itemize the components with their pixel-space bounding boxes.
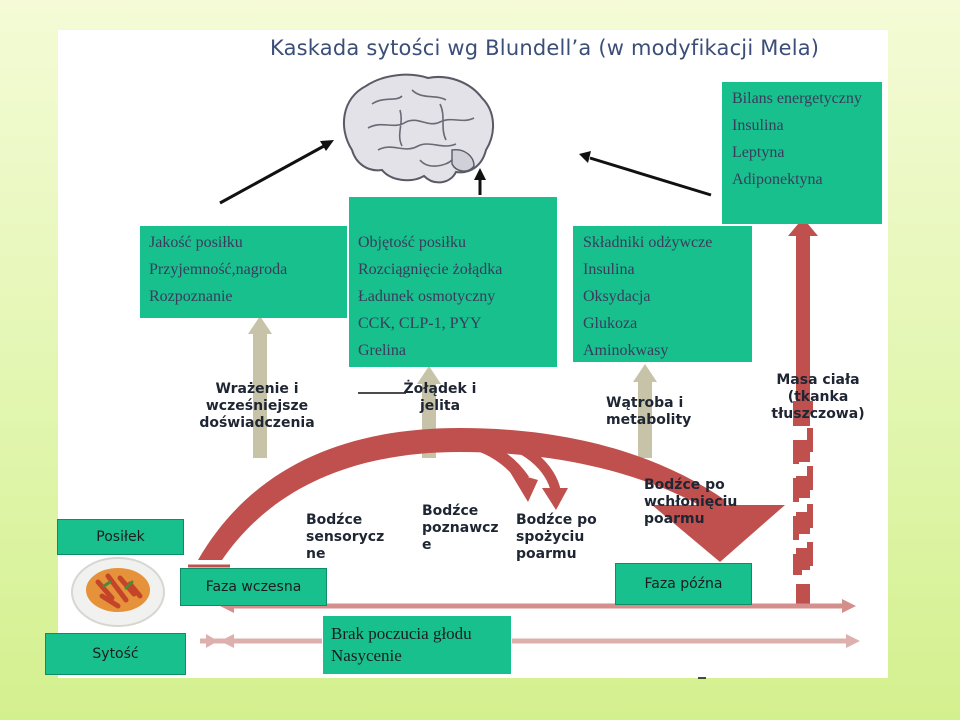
- body-mass-arrow: [788, 218, 818, 614]
- meal-image: [71, 557, 165, 627]
- hormones-line: CCK, CLP-1, PYY: [358, 315, 482, 332]
- pleasure-reward-line: Przyjemność,nagroda: [149, 261, 288, 278]
- ghrelin-line: Grelina: [358, 342, 406, 359]
- label-stomach-intestines: Żołądek i jelita: [392, 381, 488, 415]
- label-line: poznawcz: [422, 520, 499, 536]
- satiety-label: Sytość: [92, 646, 139, 662]
- label-cognitive-stimuli: Bodźce poznawcz e: [422, 503, 499, 554]
- label-line: metabolity: [606, 412, 692, 428]
- energy-balance-line: Bilans energetyczny: [732, 90, 862, 107]
- label-line: Bodźce po: [516, 512, 597, 528]
- early-phase-label: Faza wczesna: [205, 579, 302, 595]
- label-line: Masa ciała: [776, 372, 860, 388]
- nutrients-box: Składniki odżywcze Insulina Oksydacja Gl…: [573, 226, 752, 362]
- label-post-ingestive-stimuli: Bodźce po spożyciu poarmu: [516, 512, 597, 563]
- label-liver-metabolites: Wątroba i metabolity: [606, 395, 691, 429]
- black-arrows: [219, 140, 712, 205]
- meal-box: Posiłek: [57, 519, 184, 555]
- stomach-distension-line: Rozciągnięcie żołądka: [358, 261, 503, 278]
- meal-quality-box: Jakość posiłku Przyjemność,nagroda Rozpo…: [140, 226, 347, 318]
- osmotic-load-line: Ładunek osmotyczny: [358, 288, 496, 305]
- leptin-line: Leptyna: [732, 144, 785, 161]
- label-line: sensorycz: [306, 529, 385, 545]
- satiety-box: Sytość: [45, 633, 186, 675]
- late-phase-label: Faza późna: [644, 576, 723, 592]
- insulin-line: Insulina: [732, 117, 784, 134]
- label-line: ne: [306, 546, 326, 562]
- label-line: Żołądek i: [403, 381, 477, 397]
- satiation-box: Brak poczucia głodu Nasycenie: [322, 615, 512, 675]
- glucose-line: Glukoza: [583, 315, 638, 332]
- meal-volume-box: Objętość posiłku Rozciągnięcie żołądka Ł…: [349, 197, 557, 367]
- early-phase-box: Faza wczesna: [180, 568, 327, 606]
- brain-icon: [342, 73, 494, 184]
- nutrients-line: Składniki odżywcze: [583, 234, 713, 251]
- adiponectin-line: Adiponektyna: [732, 171, 823, 188]
- label-line: e: [422, 537, 432, 553]
- label-sensations: Wrażenie i wcześniejsze doświadczenia: [192, 381, 322, 432]
- label-line: (tkanka: [787, 389, 849, 405]
- recognition-line: Rozpoznanie: [149, 288, 233, 305]
- label-line: Wrażenie i: [215, 381, 299, 397]
- label-post-absorptive-stimuli: Bodźce po wchłonięciu poarmu: [644, 477, 737, 528]
- meal-volume-line: Objętość posiłku: [358, 234, 466, 251]
- label-line: poarmu: [516, 546, 577, 562]
- meal-quality-line: Jakość posiłku: [149, 234, 243, 251]
- insulin-line: Insulina: [583, 261, 635, 278]
- satiation-line: Nasycenie: [331, 646, 402, 665]
- late-phase-box: Faza późna: [615, 563, 752, 605]
- cascade-arc: [188, 428, 785, 568]
- label-line: doświadczenia: [199, 415, 315, 431]
- energy-balance-box: Bilans energetyczny Insulina Leptyna Adi…: [722, 82, 882, 224]
- label-line: jelita: [419, 398, 461, 414]
- label-line: poarmu: [644, 511, 705, 527]
- label-line: wcześniejsze: [205, 398, 309, 414]
- oxidation-line: Oksydacja: [583, 288, 651, 305]
- label-line: wchłonięciu: [644, 494, 738, 510]
- label-line: Wątroba i: [606, 395, 684, 411]
- no-hunger-line: Brak poczucia głodu: [331, 624, 472, 643]
- beige-arrows: [248, 316, 657, 458]
- amino-acids-line: Aminokwasy: [583, 342, 669, 359]
- label-line: Bodźce: [306, 512, 363, 528]
- label-line: spożyciu: [516, 529, 585, 545]
- label-sensory-stimuli: Bodźce sensorycz ne: [306, 512, 384, 563]
- label-line: Bodźce po: [644, 477, 725, 493]
- label-body-mass: Masa ciała (tkanka tłuszczowa): [762, 372, 874, 423]
- label-line: Bodźce: [422, 503, 479, 519]
- phase-arrows: [200, 599, 860, 648]
- diagram-title: Kaskada sytości wg Blundell’a (w modyfik…: [270, 36, 820, 60]
- label-line: tłuszczowa): [771, 406, 865, 422]
- meal-label: Posiłek: [96, 529, 145, 545]
